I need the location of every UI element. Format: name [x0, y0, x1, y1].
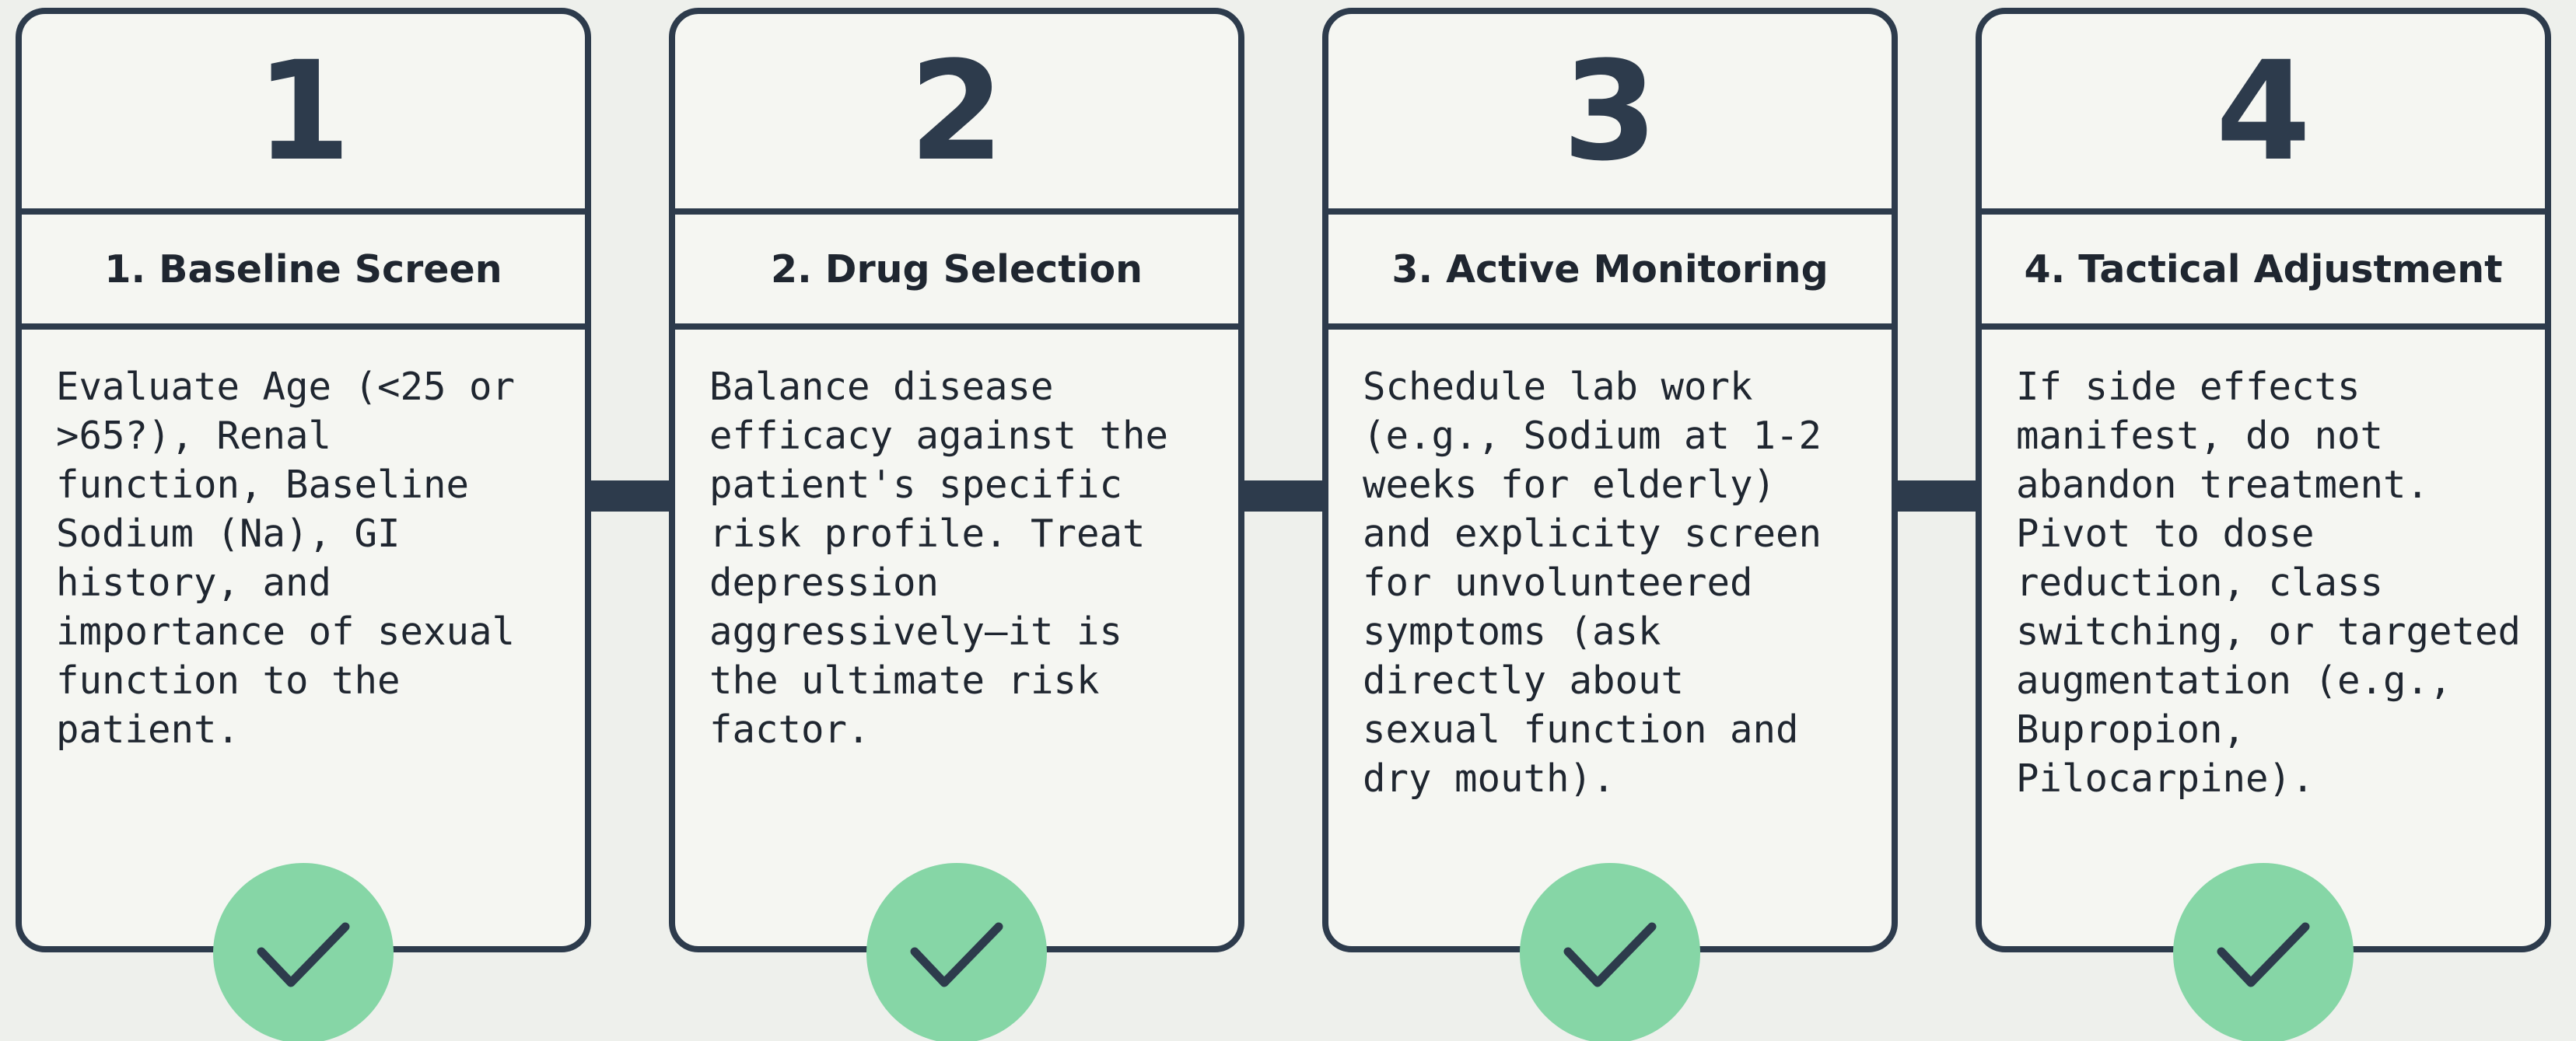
step-title: 2. Drug Selection: [771, 246, 1143, 292]
divider: [675, 208, 1238, 215]
divider: [22, 323, 585, 330]
step-description: Evaluate Age (<25 or >65?), Renal functi…: [56, 365, 516, 752]
step-number: 4: [2215, 31, 2312, 191]
connector-3-4: [1888, 480, 1986, 512]
step-description: Balance disease efficacy against the pat…: [709, 365, 1169, 752]
step-card-1: 1 1. Baseline Screen Evaluate Age (<25 o…: [16, 8, 591, 952]
step-description: Schedule lab work (e.g., Sodium at 1-2 w…: [1363, 365, 1822, 801]
divider: [1328, 208, 1892, 215]
step-title: 3. Active Monitoring: [1391, 246, 1829, 292]
step-number: 1: [255, 31, 352, 191]
step-card-3: 3 3. Active Monitoring Schedule lab work…: [1322, 8, 1898, 952]
step-title: 1. Baseline Screen: [104, 246, 502, 292]
divider: [1328, 323, 1892, 330]
step-number: 2: [908, 31, 1005, 191]
checkmark-icon: [1520, 863, 1700, 1041]
checkmark-icon: [213, 863, 394, 1041]
checkmark-icon: [866, 863, 1047, 1041]
step-card-2: 2 2. Drug Selection Balance disease effi…: [669, 8, 1244, 952]
checkmark-icon: [2173, 863, 2354, 1041]
step-description: If side effects manifest, do not abandon…: [2016, 365, 2522, 801]
divider: [1982, 323, 2545, 330]
divider: [22, 208, 585, 215]
divider: [675, 323, 1238, 330]
connector-1-2: [582, 480, 680, 512]
step-title: 4. Tactical Adjustment: [2024, 246, 2503, 292]
divider: [1982, 208, 2545, 215]
connector-2-3: [1235, 480, 1333, 512]
step-number: 3: [1562, 31, 1658, 191]
step-card-4: 4 4. Tactical Adjustment If side effects…: [1976, 8, 2551, 952]
